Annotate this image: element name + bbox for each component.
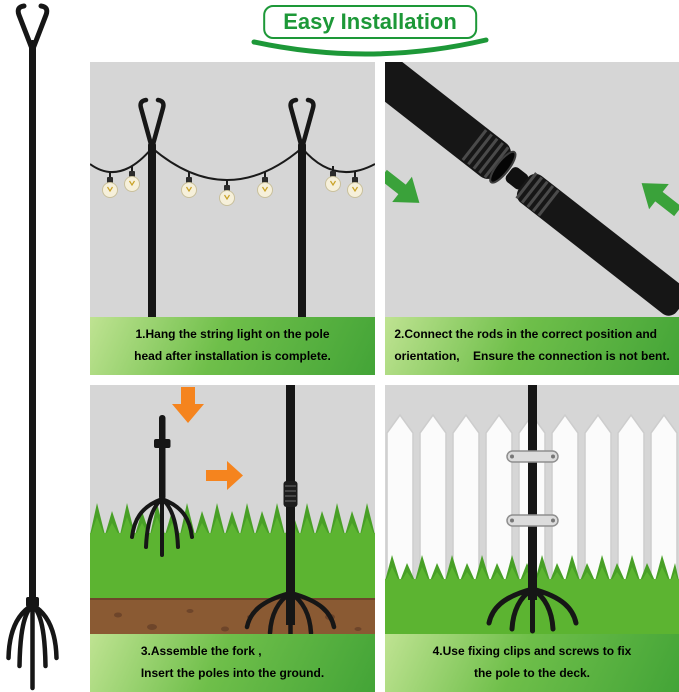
hook-icon [138, 97, 166, 151]
connect-arrow-icon [641, 183, 679, 217]
upper-rod [385, 62, 511, 179]
step-panel-2: 2.Connect the rods in the correct positi… [385, 62, 679, 375]
down-arrow-icon [172, 387, 204, 423]
pipe-clip [506, 450, 559, 463]
lower-rod [516, 173, 679, 316]
socket-opening [489, 150, 517, 184]
upper-rod-threads [461, 129, 510, 179]
pole-connector [283, 481, 298, 507]
grass-band [90, 533, 375, 600]
step-caption: 3.Assemble the fork , Insert the poles i… [90, 634, 375, 692]
title-underline-swoosh-icon [251, 37, 489, 57]
caption-line: head after installation is complete. [134, 349, 331, 363]
lower-rod-threads [515, 172, 560, 217]
step-panel-3: 3.Assemble the fork , Insert the poles i… [90, 385, 375, 692]
step-panel-4: 4.Use fixing clips and screws to fix the… [385, 385, 679, 692]
pole-shaft [148, 142, 156, 375]
step-caption: 1.Hang the string light on the pole head… [90, 317, 375, 375]
caption-line: 1.Hang the string light on the pole [135, 327, 330, 342]
deck-mounting-illustration [385, 385, 679, 635]
ground-fork-icon [6, 599, 59, 691]
soil-edge [90, 598, 375, 601]
connector-threads [285, 485, 296, 502]
pole-shaft [29, 40, 36, 602]
caption-line: Insert the poles into the ground. [140, 666, 325, 680]
pipe-clip [506, 514, 559, 527]
rod-connection-illustration [385, 62, 679, 316]
right-arrow-icon [206, 461, 243, 490]
step-caption: 4.Use fixing clips and screws to fix the… [385, 634, 679, 692]
step-caption: 2.Connect the rods in the correct positi… [385, 317, 679, 375]
step-panel-1: 1.Hang the string light on the pole head… [90, 62, 375, 375]
caption-line: 3.Assemble the fork , [140, 644, 262, 659]
fork-collar [154, 439, 171, 448]
rod-tip [505, 167, 529, 190]
pole-shaft [298, 142, 306, 375]
pole-sections [385, 62, 679, 316]
hook-icon [15, 3, 50, 53]
string-light-pole-illustration [6, 3, 59, 691]
hook-icon [288, 97, 316, 151]
light-bulbs [101, 165, 364, 207]
caption-line: 2.Connect the rods in the correct positi… [394, 327, 658, 342]
page-title-text: Easy Installation [283, 9, 457, 34]
connect-arrow-icon [385, 169, 420, 203]
string-lights-illustration [90, 97, 375, 375]
page-title: Easy Installation [263, 5, 477, 39]
pole-shaft [528, 385, 537, 600]
caption-line: 4.Use fixing clips and screws to fix [432, 644, 632, 659]
ground-fork-icon [486, 582, 579, 634]
fork-rod [159, 415, 166, 500]
ground-fork-icon [130, 495, 194, 557]
ground-installation-illustration [90, 385, 375, 642]
caption-line: the pole to the deck. [473, 666, 590, 680]
buried-fork-icon [244, 588, 337, 638]
caption-line: orientation, Ensure the connection is no… [394, 349, 670, 363]
